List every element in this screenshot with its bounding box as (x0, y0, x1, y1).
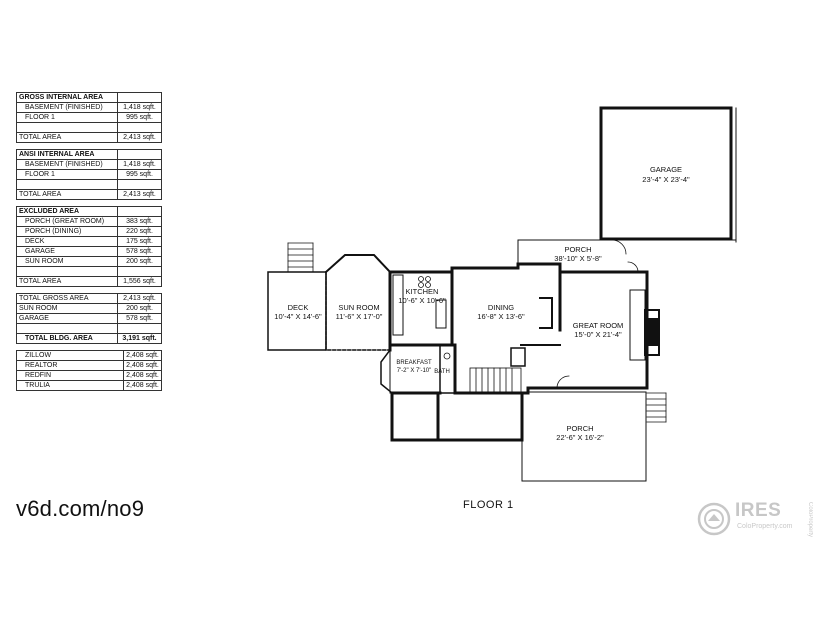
room-name: SUN ROOM (338, 303, 379, 312)
watermark-vertical: ColoProperty (807, 502, 813, 538)
ires-watermark: IRES ColoProperty.com ColoProperty (697, 498, 821, 542)
site-url: v6d.com/no9 (16, 496, 145, 521)
deck-outline (267, 271, 327, 351)
garage-walls (599, 106, 733, 241)
room-name: BATH (434, 369, 450, 375)
room-dims: 38'-10" X 5'-8" (554, 254, 602, 263)
room-name: KITCHEN (406, 287, 439, 296)
area-value: 2,413 sqft. (117, 132, 162, 143)
ires-logo-icon (697, 502, 731, 536)
hall-stairs (469, 367, 522, 393)
room-dims: 7'-2" X 7'-10" (397, 368, 432, 374)
breakfast-bay (380, 348, 394, 395)
room-name: DECK (288, 303, 309, 312)
room-dims: 10'-6" X 10'-6" (398, 296, 446, 305)
area-value: 2,413 sqft. (117, 189, 162, 200)
kitchen-counter (392, 274, 404, 336)
porch-door-swing (611, 239, 627, 255)
watermark-brand: IRES (735, 500, 782, 521)
room-name: PORCH (564, 245, 591, 254)
room-name: GREAT ROOM (573, 321, 624, 330)
room-dims: 22'-6" X 16'-2" (556, 433, 604, 442)
room-dims: 15'-0" X 21'-4" (574, 330, 622, 339)
room-dims: 23'-4" X 23'-4" (642, 175, 690, 184)
area-value: 1,556 sqft. (117, 276, 162, 287)
porch-stairs (646, 392, 667, 423)
room-dims: 11'-6" X 17'-0" (336, 312, 383, 321)
area-value: 2,408 sqft. (123, 380, 162, 391)
floor-title: FLOOR 1 (463, 499, 514, 511)
deck-stairs (287, 242, 314, 273)
room-dims: 10'-4" X 14'-6" (274, 312, 322, 321)
room-name: BREAKFAST (396, 360, 432, 366)
area-value: 3,191 sqft. (117, 333, 162, 344)
lower-walls (390, 391, 440, 442)
kitchen-island (435, 299, 447, 329)
room-name: DINING (488, 303, 514, 312)
room-name: GARAGE (650, 165, 682, 174)
room-dims: 16'-8" X 13'-6" (477, 312, 525, 321)
porch-bottom-outline (521, 391, 647, 482)
watermark-subtitle: ColoProperty.com (737, 523, 793, 530)
room-name: PORCH (566, 424, 593, 433)
